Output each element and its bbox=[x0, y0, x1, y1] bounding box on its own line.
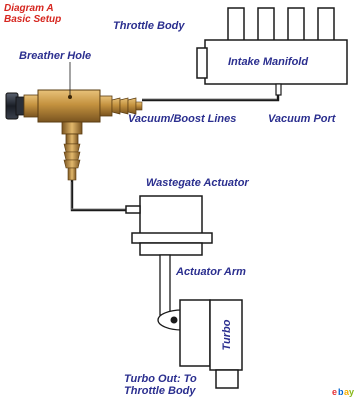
vacuum-boost-lines bbox=[70, 95, 280, 212]
turbo-outlet bbox=[215, 369, 239, 389]
controller-body bbox=[37, 89, 101, 123]
breather-hole-label: Breather Hole bbox=[19, 50, 92, 62]
ebay-watermark: e b a y bbox=[332, 387, 354, 397]
turbo-housing bbox=[209, 299, 243, 371]
svg-text:a: a bbox=[344, 387, 350, 397]
diagram-subtitle: Basic Setup bbox=[4, 14, 62, 25]
svg-text:y: y bbox=[349, 387, 354, 397]
svg-text:e: e bbox=[332, 387, 337, 397]
vacuum-boost-lines-label: Vacuum/Boost Lines bbox=[128, 113, 237, 125]
lock-nut bbox=[23, 94, 39, 118]
svg-text:b: b bbox=[338, 387, 344, 397]
actuator-canister-top bbox=[139, 195, 203, 235]
actuator-flange bbox=[131, 232, 213, 244]
manifold-plenum bbox=[204, 39, 348, 85]
vacuum-port bbox=[275, 83, 282, 96]
turbo-wastegate-housing bbox=[179, 299, 211, 367]
actuator-nipple bbox=[125, 205, 141, 214]
turbo-out-label-line2: Throttle Body bbox=[124, 385, 196, 397]
throttle-body-stub bbox=[196, 47, 208, 79]
diagram-title: Diagram A bbox=[4, 3, 54, 14]
vacuum-port-label: Vacuum Port bbox=[268, 113, 336, 125]
wastegate-actuator bbox=[125, 195, 213, 256]
wastegate-actuator-label: Wastegate Actuator bbox=[146, 177, 249, 189]
line-highlight bbox=[70, 98, 277, 210]
turbo-out-label-line1: Turbo Out: To bbox=[124, 373, 197, 385]
actuator-arm-label: Actuator Arm bbox=[176, 266, 246, 278]
intake-manifold bbox=[196, 7, 348, 85]
boost-controller bbox=[5, 89, 143, 181]
throttle-body-label: Throttle Body bbox=[113, 20, 185, 32]
turbo bbox=[179, 299, 243, 389]
boost-line-to-manifold bbox=[142, 95, 280, 102]
turbo-label: Turbo bbox=[221, 319, 233, 351]
intake-manifold-label: Intake Manifold bbox=[228, 56, 309, 68]
breather-hole bbox=[68, 95, 72, 99]
actuator-rod bbox=[159, 254, 171, 316]
actuator-canister-bottom bbox=[139, 242, 203, 256]
boost-line-to-actuator bbox=[70, 180, 128, 212]
